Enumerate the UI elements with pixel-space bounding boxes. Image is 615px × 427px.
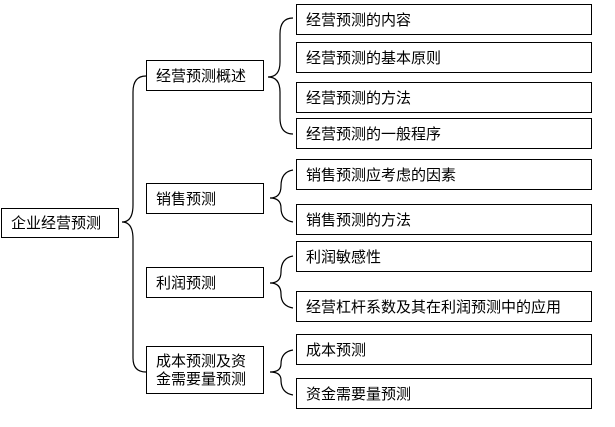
leaf-node-4-2: 资金需要量预测 bbox=[296, 378, 592, 409]
leaf-node-1-3: 经营预测的方法 bbox=[296, 82, 592, 113]
category-node-4: 成本预测及资金需要量预测 bbox=[146, 346, 264, 394]
leaf-node-4-1: 成本预测 bbox=[296, 334, 592, 365]
leaf-node-2-1: 销售预测应考虑的因素 bbox=[296, 159, 592, 190]
brace-category-2 bbox=[269, 169, 294, 223]
category-node-1: 经营预测概述 bbox=[146, 60, 264, 91]
leaf-node-3-2: 经营杠杆系数及其在利润预测中的应用 bbox=[296, 291, 592, 322]
root-node: 企业经营预测 bbox=[1, 208, 119, 238]
brace-category-1 bbox=[267, 17, 294, 135]
brace-category-4 bbox=[269, 349, 294, 396]
leaf-node-1-1: 经营预测的内容 bbox=[296, 4, 592, 35]
brace-category-3 bbox=[269, 255, 294, 309]
category-node-3: 利润预测 bbox=[146, 267, 264, 298]
category-node-2: 销售预测 bbox=[146, 183, 264, 214]
leaf-node-1-2: 经营预测的基本原则 bbox=[296, 42, 592, 73]
leaf-node-2-2: 销售预测的方法 bbox=[296, 204, 592, 235]
root-brace bbox=[121, 75, 147, 373]
leaf-node-1-4: 经营预测的一般程序 bbox=[296, 118, 592, 149]
leaf-node-3-1: 利润敏感性 bbox=[296, 241, 592, 272]
